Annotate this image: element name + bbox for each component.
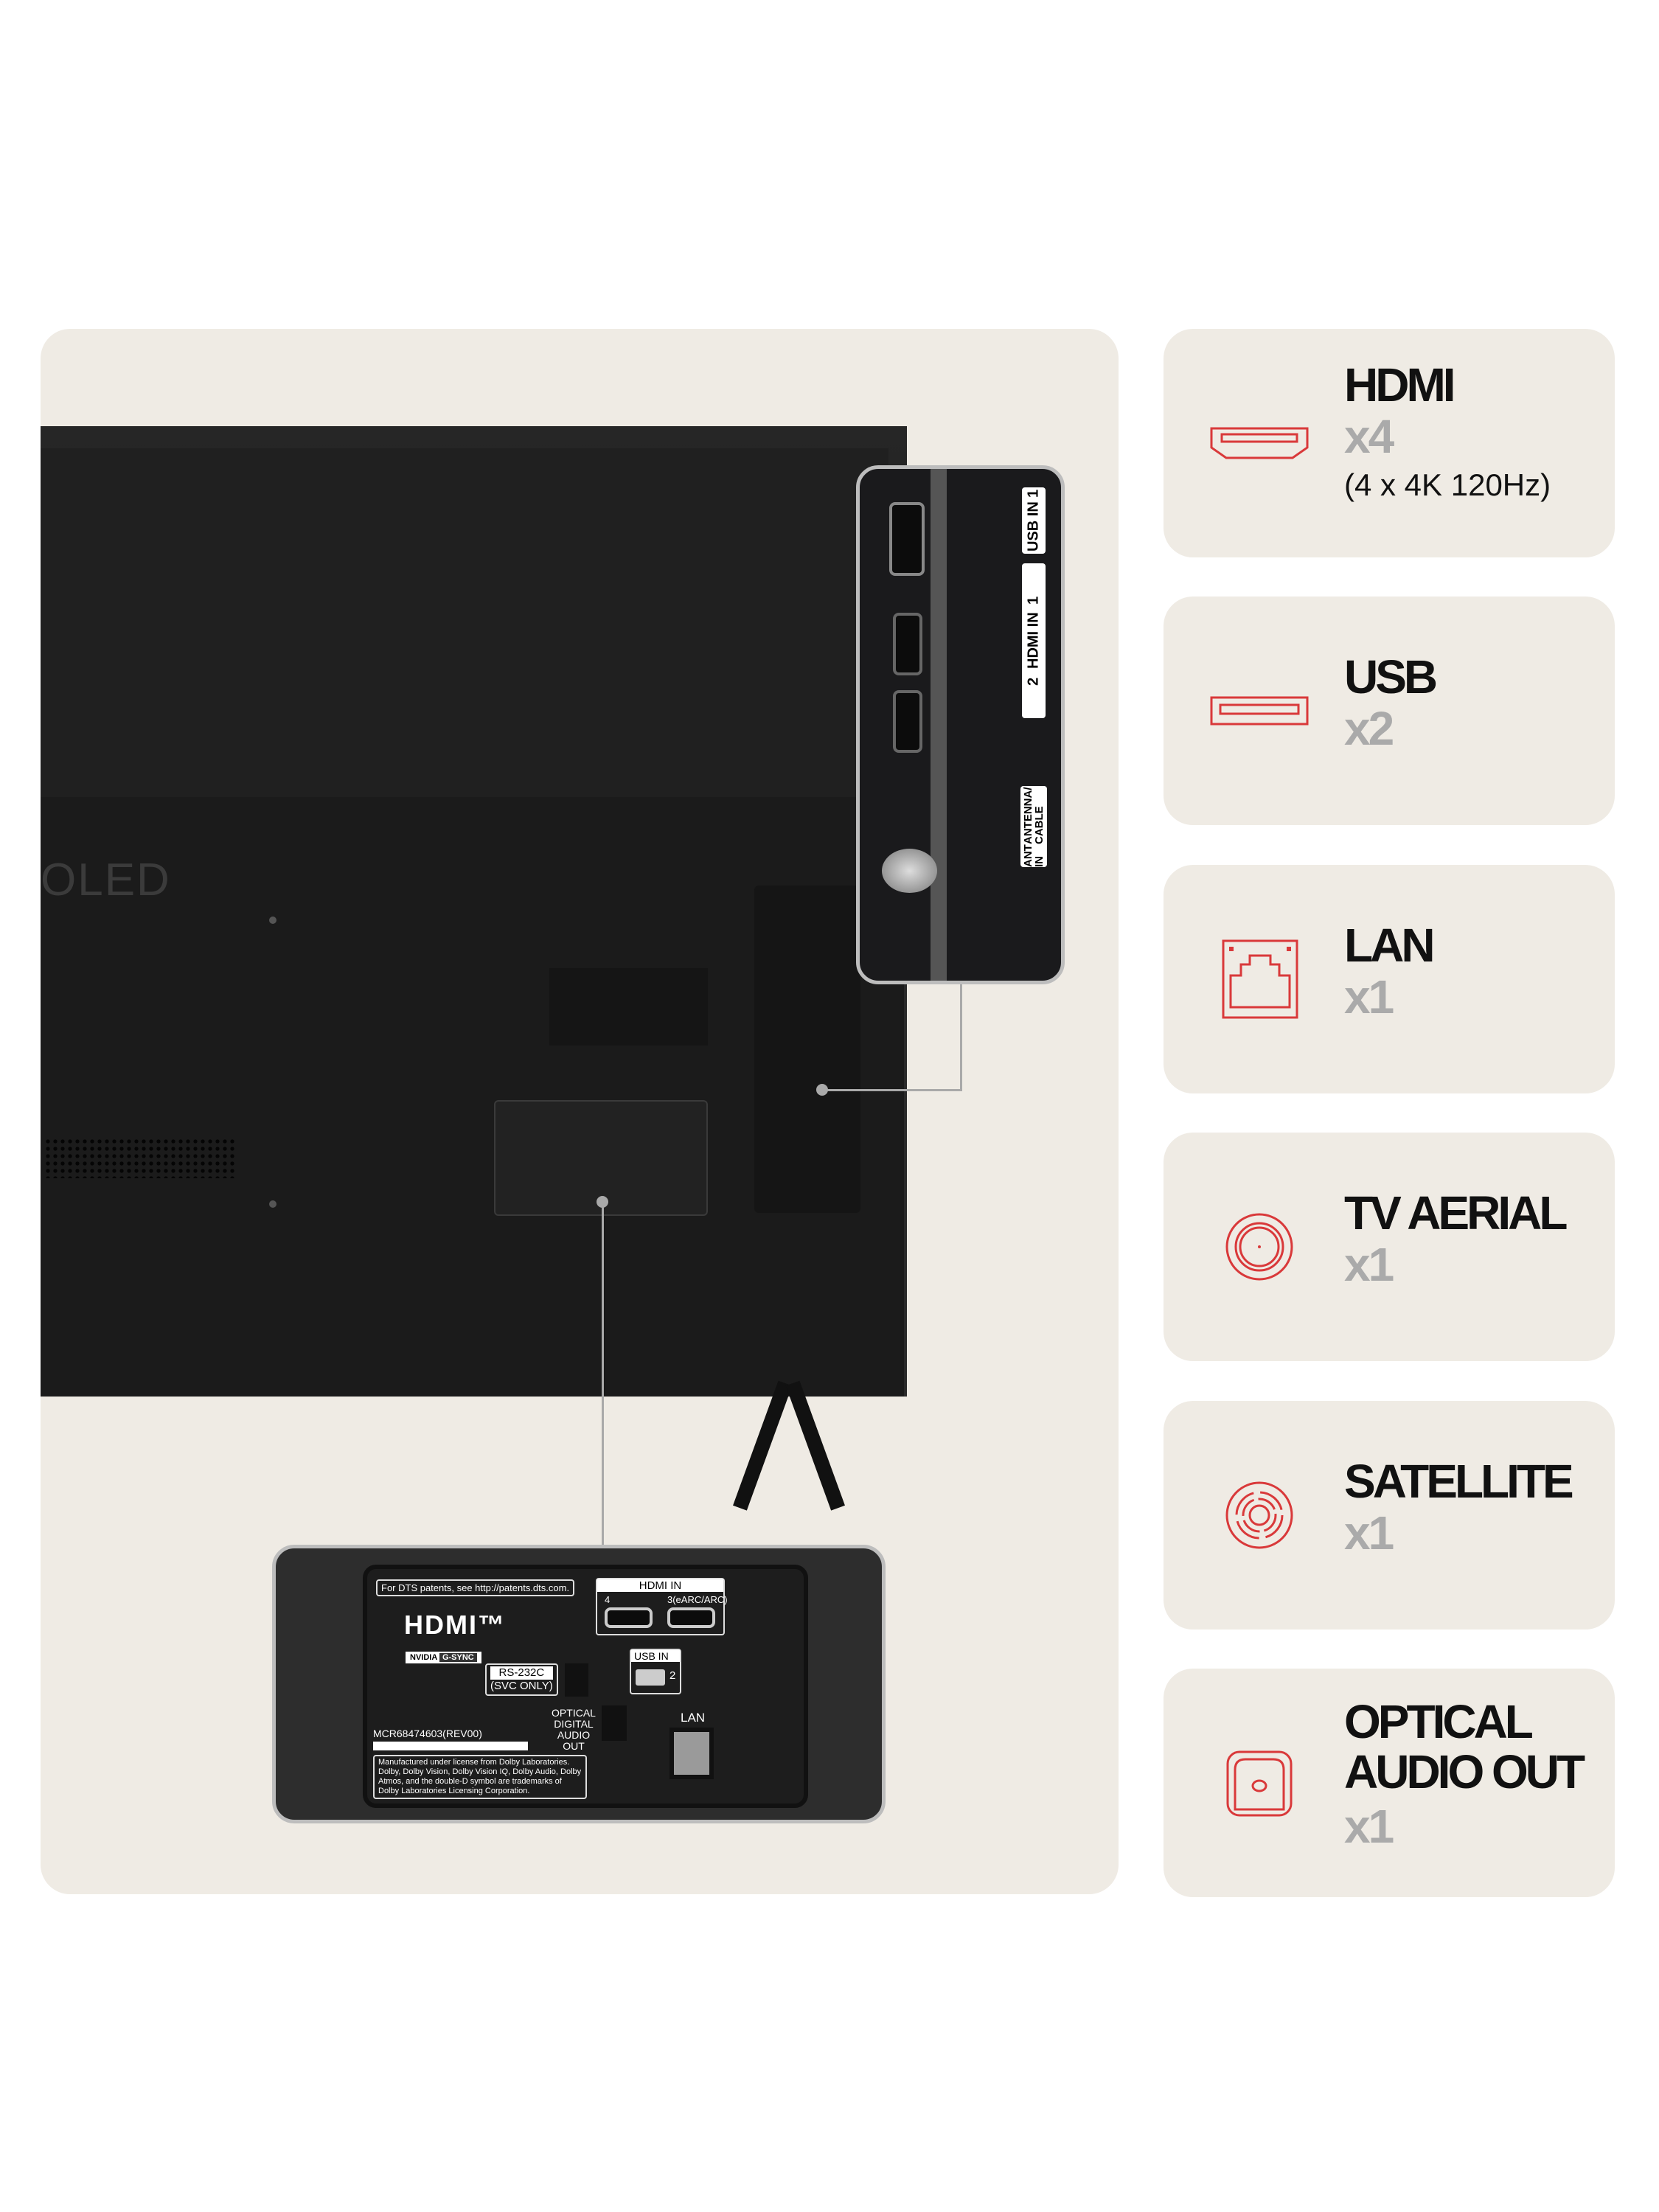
nvidia-text: NVIDIA <box>410 1653 437 1662</box>
hdmi-port-label: 3(eARC/ARC) <box>667 1594 728 1605</box>
lan-icon <box>1222 939 1298 1019</box>
nvidia-gsync-badge: NVIDIA G-SYNC <box>406 1652 481 1663</box>
dolby-note: Manufactured under license from Dolby La… <box>373 1755 587 1799</box>
screw <box>269 1200 276 1208</box>
label-area <box>549 968 708 1046</box>
port-name: HDMI <box>1344 358 1456 411</box>
port-count: x1 <box>1344 1800 1394 1853</box>
hdmi-in-label: 2 HDMI IN 1 <box>1022 563 1046 718</box>
lan-port <box>669 1728 714 1779</box>
hdmi-port-4 <box>605 1607 653 1628</box>
connector-dot <box>597 1196 608 1208</box>
port-count: x1 <box>1344 1506 1394 1559</box>
hdmi-port-2 <box>893 690 922 753</box>
rs232-sub-text: (SVC ONLY) <box>490 1680 553 1692</box>
connector-line <box>602 1202 604 1545</box>
antenna-connector <box>882 849 937 893</box>
port-count: x1 <box>1344 1238 1394 1291</box>
tv-rear-illustration: OLED USB IN 1 2 HDMI IN 1 ANT IN ANTENNA… <box>41 329 1119 1894</box>
usb-in-label: USB IN <box>631 1650 680 1662</box>
optical-label: OPTICAL DIGITAL AUDIO OUT <box>552 1707 596 1752</box>
port-count: x1 <box>1344 970 1394 1023</box>
usb-in-group: USB IN 2 <box>630 1649 681 1694</box>
satellite-icon <box>1225 1481 1293 1549</box>
hdmi-in-text: HDMI IN <box>1025 612 1042 669</box>
antenna-label: ANT IN ANTENNA/ CABLE <box>1020 786 1047 867</box>
hdmi-port-label: 4 <box>605 1594 611 1605</box>
screw <box>269 917 276 924</box>
dts-note: For DTS patents, see http://patents.dts.… <box>376 1579 575 1596</box>
connector-line <box>822 1089 962 1091</box>
usb-port-1 <box>889 502 925 576</box>
port-name: USB <box>1344 650 1438 703</box>
barcode-strip <box>373 1742 528 1750</box>
tv-back-upper <box>41 426 907 797</box>
gsync-text: G-SYNC <box>439 1653 477 1662</box>
side-ports-callout: USB IN 1 2 HDMI IN 1 ANT IN ANTENNA/ CAB… <box>856 465 1065 984</box>
port-count: x2 <box>1344 702 1394 755</box>
port-detail: (4 x 4K 120Hz) <box>1344 467 1551 502</box>
lan-label: LAN <box>681 1711 706 1725</box>
ant-in-text: ANT IN <box>1022 844 1046 867</box>
port-plate: For DTS patents, see http://patents.dts.… <box>363 1565 808 1808</box>
tv-back: OLED <box>41 426 907 1397</box>
port-name: LAN <box>1344 919 1436 972</box>
optical-audio-icon <box>1226 1750 1293 1817</box>
usb-icon <box>1210 696 1309 726</box>
hdmi-icon <box>1210 427 1309 459</box>
trim-strip <box>931 469 947 981</box>
side-port-panel <box>754 886 860 1213</box>
rear-ports-callout: For DTS patents, see http://patents.dts.… <box>272 1545 886 1823</box>
antenna-cable-text: ANTENNA/ CABLE <box>1022 787 1046 845</box>
port-count: x4 <box>1344 410 1394 463</box>
rs232-text: RS-232C <box>490 1666 553 1680</box>
connector-line <box>960 984 962 1091</box>
tv-back-inner <box>41 448 888 797</box>
port-name: TV AERIAL <box>1344 1186 1568 1239</box>
connector-dot <box>816 1084 828 1096</box>
hdmi-number: 1 <box>1025 596 1042 605</box>
port-name: SATELLITE <box>1344 1455 1574 1508</box>
optical-port <box>602 1705 627 1741</box>
rs232-label: RS-232C(SVC ONLY) <box>485 1663 558 1696</box>
model-code: MCR68474603(REV00) <box>373 1728 482 1739</box>
hdmi-in-label: HDMI IN <box>597 1579 723 1592</box>
usb-in-number: 1 <box>1025 489 1042 498</box>
stand-leg <box>785 1380 845 1511</box>
hdmi-number: 2 <box>1025 677 1042 686</box>
usb-in-text: USB IN <box>1025 501 1042 552</box>
usb-port-2 <box>636 1669 665 1686</box>
hdmi-port-1 <box>893 613 922 675</box>
tv-aerial-icon <box>1225 1213 1293 1281</box>
hdmi-in-group: HDMI IN 4 3(eARC/ARC) <box>596 1578 728 1635</box>
usb-in-label: USB IN 1 <box>1022 487 1046 554</box>
speaker-grille <box>44 1138 236 1178</box>
usb-port-number: 2 <box>669 1669 676 1682</box>
lan-jack <box>674 1732 709 1775</box>
hdmi-port-3 <box>667 1607 715 1628</box>
brand-text: OLED <box>41 855 171 905</box>
rs232-port <box>565 1663 588 1697</box>
port-name: OPTICAL AUDIO OUT <box>1344 1695 1585 1798</box>
hdmi-logo: HDMI™ <box>404 1610 506 1640</box>
stand-leg <box>733 1380 793 1511</box>
